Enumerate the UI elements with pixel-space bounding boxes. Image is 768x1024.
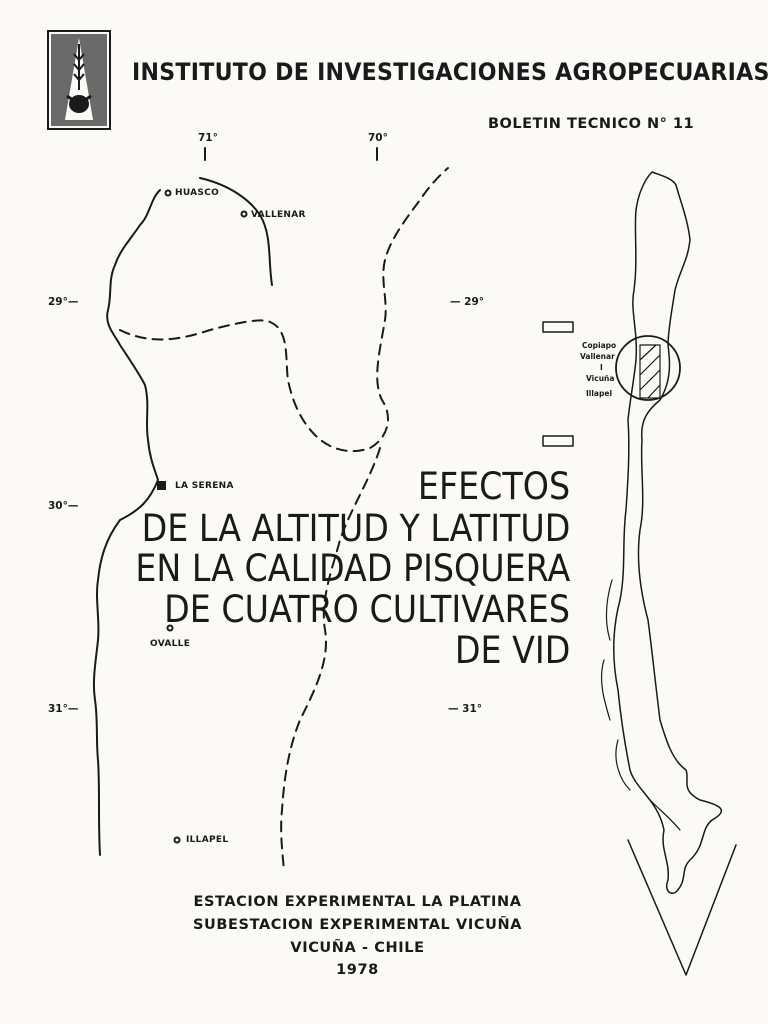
inset-vallenar: Vallenar xyxy=(580,352,615,361)
inset-separator: I xyxy=(600,363,603,372)
inset-pointer xyxy=(627,839,737,976)
inset-copiapo: Copiapo xyxy=(582,341,617,350)
huasco-river xyxy=(199,177,273,286)
longitude-71: 71° xyxy=(198,132,218,144)
footer-location: VICUÑA - CHILE xyxy=(290,940,425,956)
inset-illapel: Illapel xyxy=(586,389,613,398)
regional-border xyxy=(119,167,449,453)
title-line-3: EN LA CALIDAD PISQUERA xyxy=(135,547,570,590)
inset-vicuna: Vicuña xyxy=(586,374,615,383)
footer-station: ESTACION EXPERIMENTAL LA PLATINA xyxy=(193,894,522,910)
institute-logo-icon xyxy=(47,30,111,130)
latitude-29-left: 29°— xyxy=(48,296,79,308)
latitude-31-left: 31°— xyxy=(48,703,79,715)
title-line-1: EFECTOS xyxy=(417,465,570,508)
latitude-29-right: — 29° xyxy=(450,296,485,308)
place-ovalle: OVALLE xyxy=(150,639,191,649)
place-illapel: ILLAPEL xyxy=(186,835,229,845)
coastline xyxy=(92,189,161,856)
longitude-70: 70° xyxy=(368,132,388,144)
institute-name: INSTITUTO DE INVESTIGACIONES AGROPECUARI… xyxy=(132,58,768,86)
latitude-31-right: — 31° xyxy=(448,703,483,715)
footer-substation: SUBESTACION EXPERIMENTAL VICUÑA xyxy=(192,917,523,933)
place-huasco: HUASCO xyxy=(175,188,220,198)
bulletin-number: BOLETIN TECNICO N° 11 xyxy=(488,116,695,132)
place-la-serena: LA SERENA xyxy=(175,481,234,491)
title-line-4: DE CUATRO CULTIVARES xyxy=(164,588,570,631)
place-vallenar: VALLENAR xyxy=(251,210,306,220)
title-line-2: DE LA ALTITUD Y LATITUD xyxy=(141,507,570,550)
latitude-30-left: 30°— xyxy=(48,500,79,512)
title-line-5: DE VID xyxy=(454,629,570,672)
footer-year: 1978 xyxy=(336,962,379,978)
southern-border xyxy=(280,447,381,871)
chile-outline xyxy=(613,171,723,894)
study-area-circle xyxy=(615,335,681,401)
